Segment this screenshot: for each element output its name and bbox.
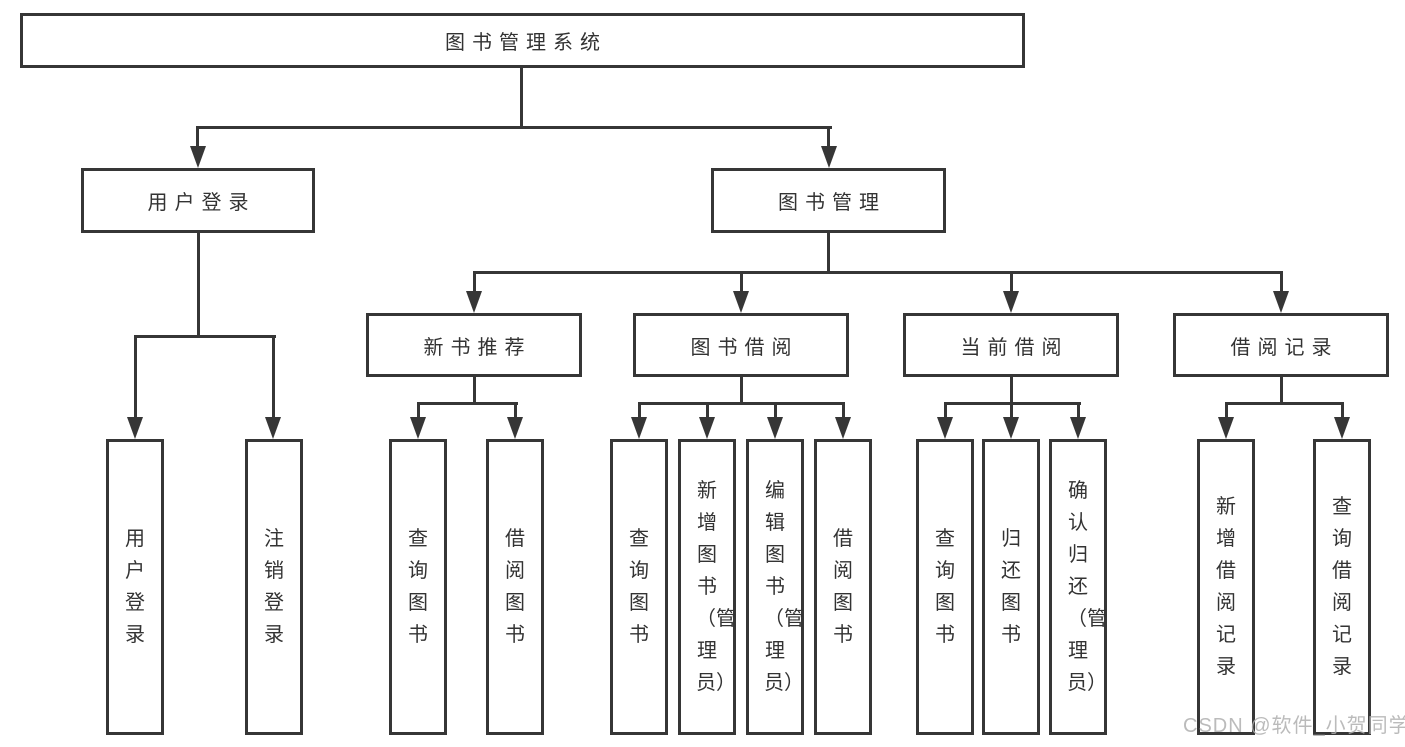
leaf-bb-query-books-label: 查询图书 (629, 528, 649, 646)
arrowhead-down-icon (1273, 291, 1289, 313)
arrowhead-down-icon (699, 417, 715, 439)
connector-line (1280, 271, 1283, 293)
leaf-br-query-borrow-record-label: 查询借阅记录 (1332, 496, 1352, 678)
connector-line (473, 271, 476, 293)
connector-line (417, 402, 420, 419)
connector-line (1010, 271, 1013, 293)
node-borrowing-records: 借阅记录 (1173, 313, 1389, 377)
arrowhead-down-icon (631, 417, 647, 439)
node-current-borrowing-label: 当前借阅 (960, 336, 1069, 359)
connector-line (272, 335, 275, 419)
arrowhead-down-icon (190, 146, 206, 168)
connector-line (827, 126, 830, 150)
arrowhead-down-icon (127, 417, 143, 439)
node-book-management-label: 图书管理 (778, 192, 886, 214)
leaf-br-add-borrow-record: 新增借阅记录 (1197, 439, 1255, 735)
node-new-book-recommend: 新书推荐 (366, 313, 582, 377)
leaf-nbr-query-books-label: 查询图书 (408, 528, 428, 646)
leaf-bb-borrow-books: 借阅图书 (814, 439, 872, 735)
arrowhead-down-icon (466, 291, 482, 313)
arrowhead-down-icon (410, 417, 426, 439)
arrowhead-down-icon (1334, 417, 1350, 439)
leaf-cb-query-books: 查询图书 (916, 439, 974, 735)
leaf-nbr-borrow-books-label: 借阅图书 (505, 528, 525, 646)
node-book-borrowing-label: 图书借阅 (690, 336, 799, 359)
arrowhead-down-icon (507, 417, 523, 439)
leaf-bb-edit-books-admin-label: 编辑图书（管理员） (764, 480, 804, 694)
node-book-borrowing: 图书借阅 (633, 313, 849, 377)
watermark: CSDN @软件_小贺同学 (1183, 715, 1405, 737)
connector-line (944, 402, 947, 419)
leaf-nbr-query-books: 查询图书 (389, 439, 447, 735)
connector-line (638, 402, 845, 405)
leaf-cb-query-books-label: 查询图书 (935, 528, 955, 646)
connector-line (827, 233, 830, 274)
leaf-logout: 注销登录 (245, 439, 303, 735)
connector-line (514, 402, 517, 419)
connector-line (134, 335, 276, 338)
arrowhead-down-icon (767, 417, 783, 439)
connector-line (774, 402, 777, 419)
leaf-cb-confirm-return-admin: 确认归还（管理员） (1049, 439, 1107, 735)
leaf-bb-add-books-admin-label: 新增图书（管理员） (696, 480, 736, 694)
connector-line (1225, 402, 1344, 405)
node-new-book-recommend-label: 新书推荐 (423, 336, 532, 359)
connector-line (1341, 402, 1344, 419)
arrowhead-down-icon (835, 417, 851, 439)
leaf-bb-query-books: 查询图书 (610, 439, 668, 735)
node-borrowing-records-label: 借阅记录 (1230, 336, 1339, 359)
arrowhead-down-icon (1003, 291, 1019, 313)
leaf-br-query-borrow-record: 查询借阅记录 (1313, 439, 1371, 735)
leaf-cb-return-books: 归还图书 (982, 439, 1040, 735)
leaf-bb-add-books-admin: 新增图书（管理员） (678, 439, 736, 735)
connector-line (473, 377, 476, 405)
leaf-user-login: 用户登录 (106, 439, 164, 735)
arrowhead-down-icon (821, 146, 837, 168)
node-root: 图书管理系统 (20, 13, 1025, 68)
connector-line (740, 271, 743, 293)
node-user-login-label: 用户登录 (147, 192, 256, 214)
connector-line (196, 126, 199, 150)
arrowhead-down-icon (1003, 417, 1019, 439)
arrowhead-down-icon (1070, 417, 1086, 439)
connector-line (134, 335, 137, 419)
leaf-user-login-label: 用户登录 (125, 528, 145, 646)
connector-line (520, 68, 523, 128)
node-root-label: 图书管理系统 (445, 32, 607, 54)
leaf-cb-confirm-return-admin-label: 确认归还（管理员） (1067, 480, 1107, 694)
connector-line (638, 402, 641, 419)
connector-line (1010, 377, 1013, 405)
connector-line (196, 126, 832, 129)
node-current-borrowing: 当前借阅 (903, 313, 1119, 377)
connector-line (1077, 402, 1080, 419)
leaf-cb-return-books-label: 归还图书 (1001, 528, 1021, 646)
arrowhead-down-icon (733, 291, 749, 313)
connector-line (706, 402, 709, 419)
leaf-br-add-borrow-record-label: 新增借阅记录 (1216, 496, 1236, 678)
connector-line (417, 402, 518, 405)
arrowhead-down-icon (265, 417, 281, 439)
connector-line (197, 233, 200, 337)
connector-line (473, 271, 1283, 274)
connector-line (842, 402, 845, 419)
node-user-login: 用户登录 (81, 168, 315, 233)
leaf-bb-borrow-books-label: 借阅图书 (833, 528, 853, 646)
leaf-logout-label: 注销登录 (264, 528, 284, 646)
leaf-nbr-borrow-books: 借阅图书 (486, 439, 544, 735)
node-book-management: 图书管理 (711, 168, 946, 233)
connector-line (1280, 377, 1283, 405)
arrowhead-down-icon (937, 417, 953, 439)
arrowhead-down-icon (1218, 417, 1234, 439)
leaf-bb-edit-books-admin: 编辑图书（管理员） (746, 439, 804, 735)
connector-line (1010, 402, 1013, 419)
connector-line (1225, 402, 1228, 419)
connector-line (740, 377, 743, 405)
